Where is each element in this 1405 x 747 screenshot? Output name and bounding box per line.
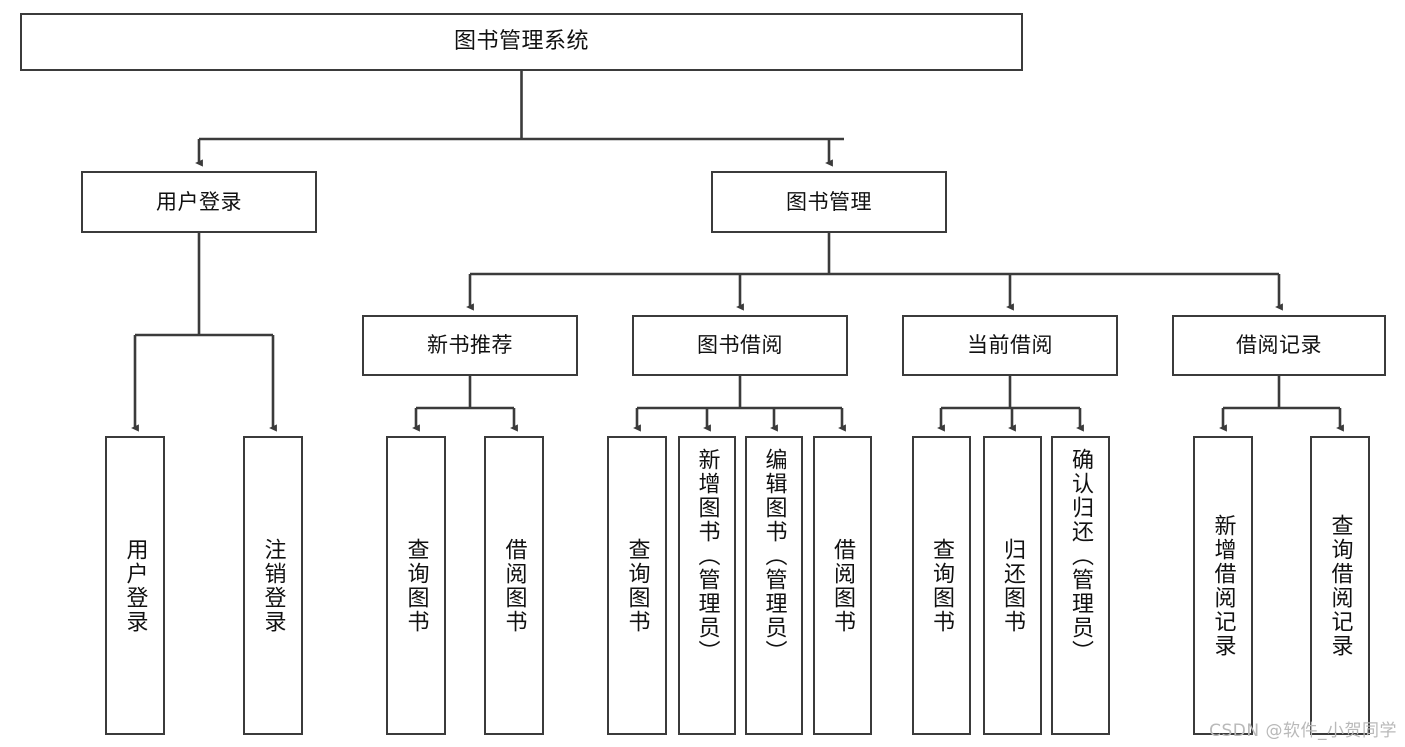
node-leaf-edit-book[interactable]: 编辑图书（管理员）: [745, 436, 803, 735]
node-label-leaf-add-record: 新增借阅记录: [1210, 513, 1236, 658]
node-leaf-borrow-book-1[interactable]: 借阅图书: [484, 436, 544, 735]
node-label-leaf-logout: 注销登录: [260, 537, 286, 634]
node-label-new-book-rec: 新书推荐: [427, 333, 513, 358]
node-label-leaf-query-book-3: 查询图书: [929, 537, 955, 634]
node-book-manage[interactable]: 图书管理: [711, 171, 947, 233]
node-leaf-add-record[interactable]: 新增借阅记录: [1193, 436, 1253, 735]
node-root[interactable]: 图书管理系统: [20, 13, 1023, 71]
node-leaf-confirm-return[interactable]: 确认归还（管理员）: [1051, 436, 1110, 735]
node-label-leaf-borrow-book-1: 借阅图书: [501, 537, 527, 634]
node-label-book-borrow: 图书借阅: [697, 333, 783, 358]
node-label-leaf-user-login: 用户登录: [122, 537, 148, 634]
node-label-book-manage: 图书管理: [786, 189, 872, 214]
node-leaf-user-login[interactable]: 用户登录: [105, 436, 165, 735]
csdn-watermark: CSDN @软件_小贺同学: [1209, 721, 1397, 741]
node-label-root: 图书管理系统: [453, 29, 589, 55]
node-leaf-add-book[interactable]: 新增图书（管理员）: [678, 436, 736, 735]
node-label-leaf-borrow-book-2: 借阅图书: [830, 537, 856, 634]
node-label-borrow-record: 借阅记录: [1236, 333, 1322, 358]
node-label-leaf-query-record: 查询借阅记录: [1327, 513, 1353, 658]
node-label-leaf-query-book-1: 查询图书: [403, 537, 429, 634]
node-borrow-record[interactable]: 借阅记录: [1172, 315, 1386, 376]
node-user-login[interactable]: 用户登录: [81, 171, 317, 233]
node-leaf-query-book-1[interactable]: 查询图书: [386, 436, 446, 735]
node-leaf-query-book-3[interactable]: 查询图书: [912, 436, 971, 735]
node-leaf-logout[interactable]: 注销登录: [243, 436, 303, 735]
node-label-leaf-edit-book: 编辑图书（管理员）: [761, 448, 787, 664]
node-label-leaf-query-book-2: 查询图书: [624, 537, 650, 634]
node-label-leaf-add-book: 新增图书（管理员）: [694, 448, 720, 664]
node-label-leaf-return-book: 归还图书: [1000, 537, 1026, 634]
node-label-leaf-confirm-return: 确认归还（管理员）: [1068, 448, 1094, 664]
node-current-borrow[interactable]: 当前借阅: [902, 315, 1118, 376]
node-leaf-return-book[interactable]: 归还图书: [983, 436, 1042, 735]
node-label-current-borrow: 当前借阅: [967, 333, 1053, 358]
node-new-book-rec[interactable]: 新书推荐: [362, 315, 578, 376]
node-leaf-borrow-book-2[interactable]: 借阅图书: [813, 436, 872, 735]
node-leaf-query-book-2[interactable]: 查询图书: [607, 436, 667, 735]
node-book-borrow[interactable]: 图书借阅: [632, 315, 848, 376]
node-label-user-login: 用户登录: [156, 189, 242, 214]
node-leaf-query-record[interactable]: 查询借阅记录: [1310, 436, 1370, 735]
